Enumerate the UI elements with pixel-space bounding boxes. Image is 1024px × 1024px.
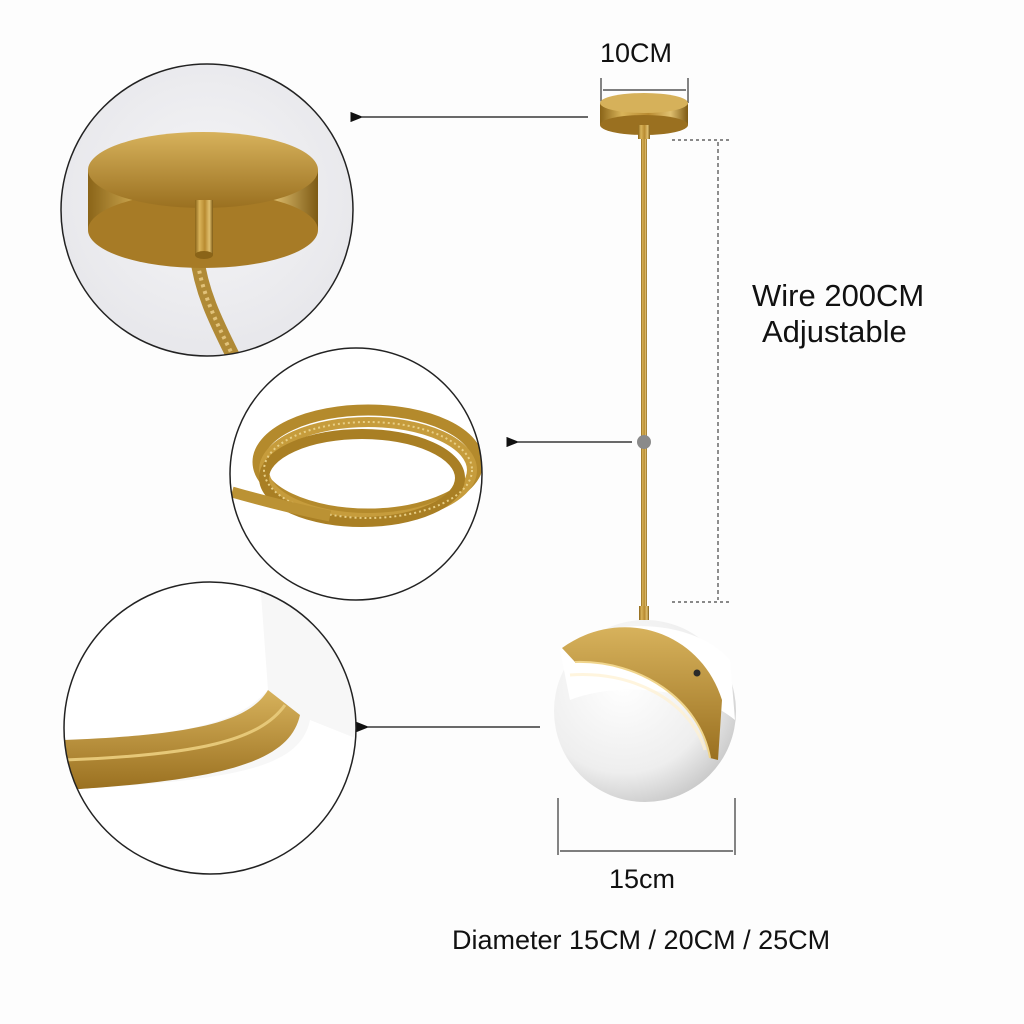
canopy-width-label: 10CM [600,38,673,68]
wire-length-text: Wire 200CM [752,278,925,313]
globe-shade [554,606,736,802]
diameter-options-label: Diameter 15CM / 20CM / 25CM [452,925,831,955]
wire-length-label: Wire 200CM Adjustable [752,278,924,350]
suspension-wire [641,139,647,617]
globe-width-label: 15cm [609,864,676,894]
wire-length-dimension [672,139,730,603]
canopy-width-dimension [600,78,689,103]
ceiling-canopy [600,93,688,139]
canopy-detail-view [60,63,354,357]
wire-adjustable-text: Adjustable [762,314,907,349]
globe-width-dimension [557,798,736,855]
cable-detail-view [229,347,483,601]
rim-detail-view [63,581,357,875]
height-adjuster [637,435,651,449]
